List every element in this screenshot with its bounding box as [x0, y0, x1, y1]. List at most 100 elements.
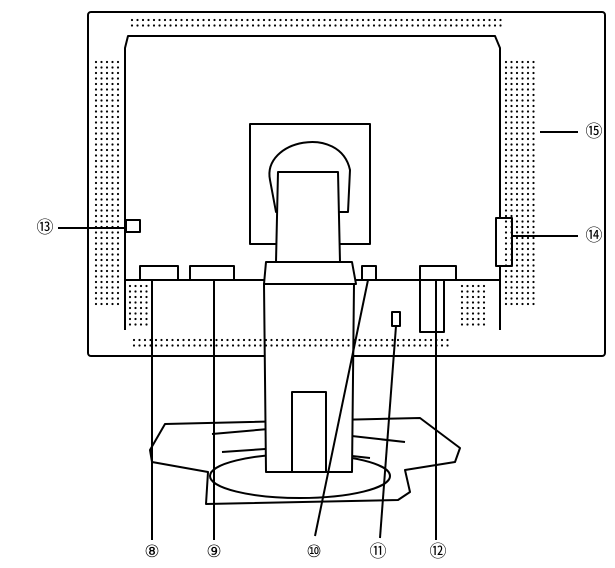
vent-dot [204, 338, 207, 342]
vent-dot [526, 82, 530, 86]
vent-dot [292, 338, 295, 342]
vent-dot [521, 148, 524, 152]
vent-dot [532, 231, 535, 234]
vent-dot [270, 338, 273, 342]
vent-dot [100, 104, 103, 108]
vent-dot [94, 247, 98, 251]
vent-dot [526, 77, 530, 80]
vent-dot [471, 18, 475, 22]
vent-dot [416, 18, 420, 22]
vent-dot [471, 323, 475, 326]
vent-dot [259, 344, 262, 347]
vent-dot [460, 317, 464, 321]
vent-dot [111, 126, 114, 130]
vent-dot [196, 24, 200, 27]
vent-dot [515, 302, 519, 306]
vent-dot [504, 77, 508, 80]
vent-dot [510, 93, 513, 97]
vent-dot [526, 286, 530, 289]
vent-dot [526, 66, 530, 69]
vent-dot [526, 148, 530, 152]
vent-dot [128, 290, 132, 293]
rear-cover-lower [124, 280, 501, 330]
vent-dot [105, 88, 109, 91]
vent-dot [116, 214, 120, 218]
vent-dot [94, 225, 98, 229]
vent-dot [526, 132, 530, 135]
vent-dot [504, 66, 508, 69]
vent-dot [532, 60, 535, 64]
vent-dot [389, 18, 392, 22]
vent-dot [94, 286, 98, 289]
vent-dot [111, 286, 114, 289]
vent-dot [504, 132, 508, 135]
vent-dot [504, 214, 508, 218]
vent-dot [471, 301, 475, 304]
vent-dot [510, 159, 513, 163]
vent-dot [275, 344, 279, 347]
vent-dot [526, 247, 530, 251]
vent-dot [532, 269, 535, 273]
vent-dot [111, 137, 114, 141]
vent-dot [532, 115, 535, 119]
vent-dot [532, 88, 535, 91]
vent-dot [504, 253, 508, 256]
vent-dot [504, 71, 508, 75]
leader-10 [314, 279, 369, 537]
vent-dot [449, 18, 453, 22]
vent-dot [510, 275, 513, 278]
vent-dot [532, 192, 535, 196]
vent-dot [427, 24, 431, 27]
vent-dot [94, 170, 98, 174]
vent-dot [515, 297, 519, 300]
vent-dot [504, 176, 508, 179]
vent-dot [504, 297, 508, 300]
vent-dot [141, 24, 145, 27]
vent-dot [504, 170, 508, 174]
vent-dot [521, 104, 524, 108]
vent-dot [510, 110, 513, 113]
vent-dot [493, 24, 497, 27]
vent-dot [105, 209, 109, 212]
vent-dot [165, 338, 169, 342]
vent-dot [128, 323, 132, 326]
vent-dot [134, 317, 137, 321]
vent-dot [345, 18, 348, 22]
vent-dot [116, 170, 120, 174]
vent-dot [116, 181, 120, 185]
vent-dot [105, 115, 109, 119]
vent-dot [427, 18, 431, 22]
vent-dot [100, 99, 103, 102]
vent-dot [358, 338, 361, 342]
vent-dot [94, 71, 98, 75]
vent-dot [94, 258, 98, 262]
vent-dot [418, 338, 422, 342]
vent-dot [100, 209, 103, 212]
vent-dot [510, 148, 513, 152]
vent-dot [504, 286, 508, 289]
vent-dot [515, 291, 519, 295]
vent-dot [521, 137, 524, 141]
vent-dot [94, 214, 98, 218]
vent-dot [213, 18, 216, 22]
connector-9 [189, 265, 235, 281]
vent-dot [402, 344, 405, 347]
vent-dot [521, 302, 524, 306]
vent-dot [466, 284, 469, 288]
vent-dot [429, 344, 433, 347]
vent-dot [100, 291, 103, 295]
vent-dot [116, 209, 120, 212]
vent-dot [510, 242, 513, 245]
vent-dot [116, 302, 120, 306]
vent-dot [532, 170, 535, 174]
vent-dot [116, 198, 120, 201]
vent-dot [290, 18, 293, 22]
vent-dot [139, 323, 143, 326]
vent-dot [515, 126, 519, 130]
vent-dot [515, 275, 519, 278]
vent-dot [141, 18, 145, 22]
vent-dot [356, 18, 359, 22]
vent-dot [100, 159, 103, 163]
vent-dot [532, 214, 535, 218]
switch-11 [391, 311, 401, 327]
